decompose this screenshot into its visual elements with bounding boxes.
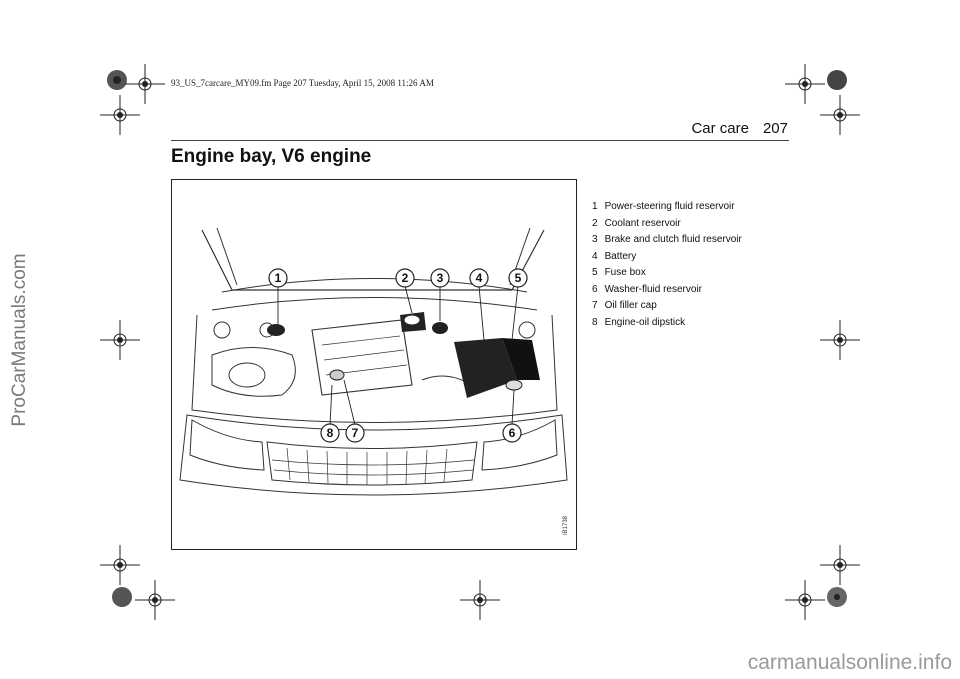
registration-mark-icon <box>827 587 847 607</box>
crosshair-mark-icon <box>135 580 175 620</box>
crosshair-mark-icon <box>820 545 860 585</box>
page-number: 207 <box>762 120 788 137</box>
callout-2: 2 <box>402 271 409 285</box>
crosshair-mark-icon <box>820 320 860 360</box>
callout-5: 5 <box>515 271 522 285</box>
crosshair-mark-icon <box>820 95 860 135</box>
callout-3: 3 <box>437 271 444 285</box>
running-head: Car care 207 <box>691 120 788 137</box>
print-header: 93_US_7carcare_MY09.fm Page 207 Tuesday,… <box>171 78 434 88</box>
bottom-watermark: carmanualsonline.info <box>747 651 952 674</box>
callout-4: 4 <box>476 271 483 285</box>
callout-7: 7 <box>352 426 359 440</box>
registration-mark-icon <box>107 70 127 90</box>
crosshair-mark-icon <box>460 580 500 620</box>
crosshair-mark-icon <box>100 545 140 585</box>
engine-bay-illustration: 1 2 3 4 5 6 7 8 <box>171 179 577 550</box>
crosshair-mark-icon <box>785 64 825 104</box>
registration-mark-icon <box>827 70 847 90</box>
callout-8: 8 <box>327 426 334 440</box>
callout-6: 6 <box>509 426 516 440</box>
callout-1: 1 <box>275 271 282 285</box>
section-title: Car care <box>691 120 749 137</box>
crosshair-mark-icon <box>100 95 140 135</box>
crosshair-mark-icon <box>125 64 165 104</box>
figure-code: IB1738 <box>563 515 569 535</box>
crosshair-mark-icon <box>100 320 140 360</box>
page-title: Engine bay, V6 engine <box>171 146 372 167</box>
registration-mark-icon <box>112 587 132 607</box>
crosshair-mark-icon <box>785 580 825 620</box>
header-rule <box>171 140 789 141</box>
side-watermark: ProCarManuals.com <box>9 253 30 427</box>
engine-bay-drawing: 1 2 3 4 5 6 7 8 <box>179 227 568 496</box>
